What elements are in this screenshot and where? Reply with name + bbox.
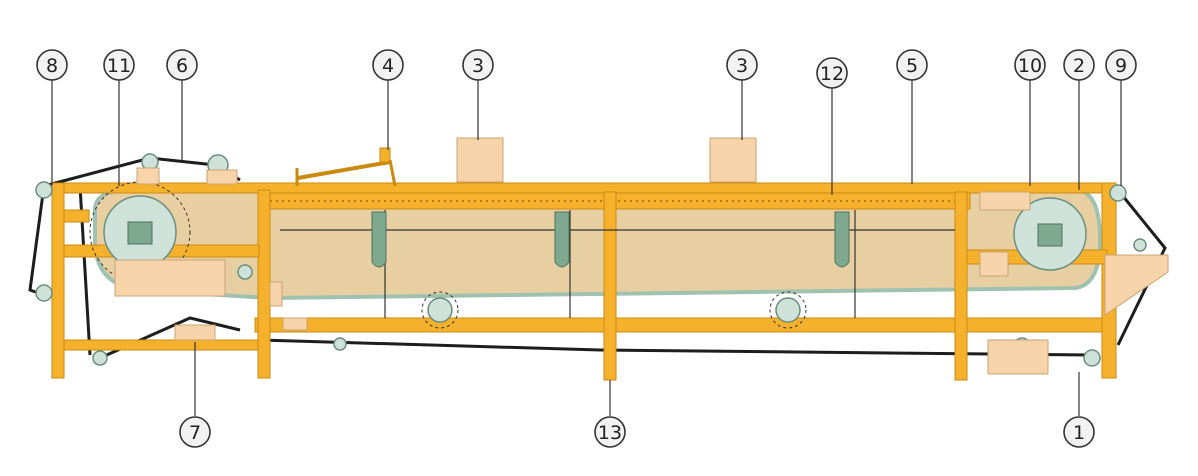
svg-text:1: 1 [1073,422,1085,444]
scraper-plate [1104,254,1169,316]
spray-arm [295,147,397,187]
spring-box [136,167,160,185]
small-box [269,281,283,307]
callout-4: 4 [372,49,404,81]
callout-1: 1 [1063,416,1095,448]
feed-box-right [709,137,757,183]
svg-text:7: 7 [189,422,201,444]
drive-unit-7 [174,324,216,341]
svg-text:2: 2 [1073,55,1085,77]
callout-5: 5 [896,49,928,81]
svg-text:8: 8 [46,55,58,77]
post-right-2 [954,191,968,381]
control-unit [987,339,1049,375]
svg-text:11: 11 [107,55,131,77]
post-middle [603,191,617,381]
top-roller-housing [206,169,238,185]
base-beam-left [54,339,266,351]
callout-12: 12 [816,57,848,89]
small-box-2 [282,317,308,331]
svg-text:12: 12 [820,63,844,85]
tension-block [979,251,1009,277]
cabinet-right [979,191,1031,211]
svg-text:13: 13 [598,422,622,444]
svg-text:4: 4 [382,55,394,77]
callout-8: 8 [36,49,68,81]
svg-text:6: 6 [176,55,188,77]
post-left-2 [257,189,271,379]
callout-6: 6 [166,49,198,81]
svg-text:9: 9 [1115,55,1127,77]
leader-lines [51,80,1122,416]
svg-text:3: 3 [736,55,748,77]
svg-text:5: 5 [906,55,918,77]
callout-3-right: 3 [726,49,758,81]
guide-3 [834,211,850,268]
callout-13: 13 [594,416,626,448]
callout-10: 10 [1014,49,1046,81]
guide-2 [554,211,570,268]
callout-3-left: 3 [462,49,494,81]
lower-beam [254,317,1106,333]
svg-text:10: 10 [1018,55,1042,77]
callout-9: 9 [1105,49,1137,81]
callout-11: 11 [103,49,135,81]
drive-motor-left [114,259,226,297]
guide-1 [371,211,387,268]
post-left [51,182,65,379]
small-bracket [63,209,90,223]
callout-7: 7 [179,416,211,448]
svg-text:3: 3 [472,55,484,77]
callout-2: 2 [1063,49,1095,81]
feed-box-left [456,137,504,183]
